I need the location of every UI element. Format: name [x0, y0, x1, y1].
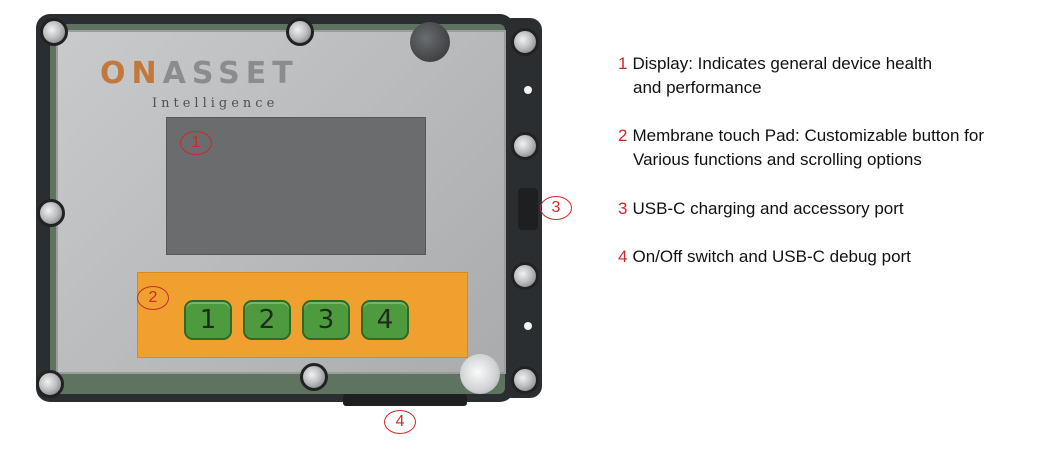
callout-3: 3	[540, 196, 572, 220]
brand-logo-subtitle: Intelligence	[152, 96, 279, 111]
knob-icon	[410, 22, 450, 62]
screw-icon	[36, 370, 64, 398]
screw-icon	[511, 262, 539, 290]
screw-icon	[40, 18, 68, 46]
usb-c-charging-port	[518, 188, 538, 230]
logo-text: OnAsset	[100, 56, 299, 91]
screw-icon	[300, 363, 328, 391]
pad-button-4[interactable]: 4	[361, 300, 409, 340]
legend-number: 3	[618, 199, 628, 218]
screw-icon	[511, 28, 539, 56]
legend-text-continued: Various functions and scrolling options	[633, 150, 922, 169]
legend-text: On/Off switch and USB-C debug port	[632, 247, 911, 266]
legend-number: 2	[618, 126, 628, 145]
mount-hole-icon	[524, 86, 532, 94]
legend-number: 4	[618, 247, 628, 266]
mount-hole-icon	[524, 322, 532, 330]
legend-text: USB-C charging and accessory port	[632, 199, 904, 218]
pad-button-1[interactable]: 1	[184, 300, 232, 340]
screw-icon	[511, 366, 539, 394]
pad-button-2[interactable]: 2	[243, 300, 291, 340]
device-image: OnAsset Intelligence 1 2 3 4 1 2 3 4	[36, 14, 572, 434]
callout-2: 2	[137, 286, 169, 310]
on-off-switch	[460, 354, 500, 394]
legend-text: Membrane touch Pad: Customizable button …	[632, 126, 984, 145]
screw-icon	[37, 199, 65, 227]
legend-text-continued: and performance	[633, 78, 762, 97]
screw-icon	[286, 18, 314, 46]
brand-logo: OnAsset	[100, 56, 299, 91]
pad-button-3[interactable]: 3	[302, 300, 350, 340]
callout-1: 1	[180, 131, 212, 155]
screw-icon	[511, 132, 539, 160]
legend-number: 1	[618, 54, 628, 73]
legend-text: Display: Indicates general device health	[632, 54, 933, 73]
callout-4: 4	[384, 410, 416, 434]
usb-c-debug-port	[343, 394, 467, 406]
